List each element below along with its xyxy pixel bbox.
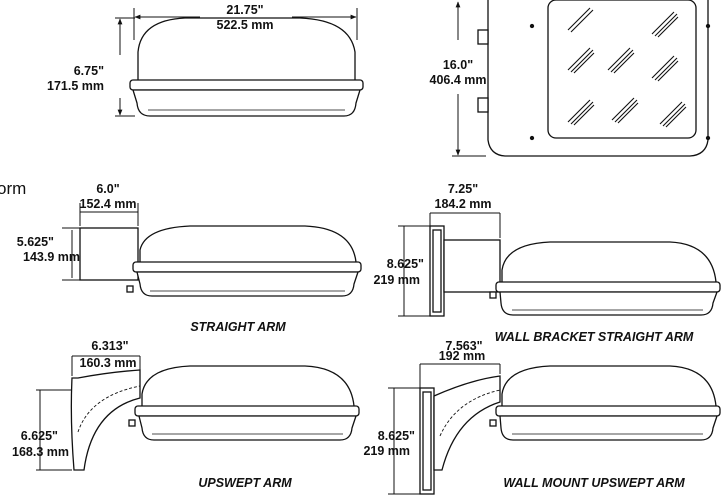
upswept-arm-height-in: 6.625" (21, 429, 58, 443)
wall-mount-upswept-height-mm: 219 mm (363, 444, 410, 458)
wall-bracket-straight-arm-fixture (429, 225, 721, 317)
straight-arm-dimensions (62, 203, 139, 281)
wall-bracket-straight-length-in: 7.25" (448, 182, 478, 196)
upswept-arm-fixture (70, 365, 360, 471)
wall-bracket-straight-height-mm: 219 mm (373, 273, 420, 287)
straight-arm-length-in: 6.0" (96, 182, 119, 196)
wall-mount-upswept-height-in: 8.625" (378, 429, 415, 443)
upswept-arm-caption: UPSWEPT ARM (198, 476, 292, 490)
top-width-mm: 522.5 mm (217, 18, 274, 32)
door-lens-hatching (567, 7, 687, 128)
wall-bracket-straight-caption: WALL BRACKET STRAIGHT ARM (495, 330, 694, 344)
straight-arm-height-mm: 143.9 mm (23, 250, 80, 264)
wall-bracket-straight-length-mm: 184.2 mm (435, 197, 492, 211)
cropped-text-fragment: orm (0, 179, 26, 198)
door-height-dimension (452, 1, 486, 157)
top-width-in: 21.75" (226, 3, 263, 17)
straight-arm-caption: STRAIGHT ARM (190, 320, 286, 334)
straight-arm-length-mm: 152.4 mm (80, 197, 137, 211)
wall-mount-upswept-arm-dimensions (388, 363, 501, 495)
top-height-mm: 171.5 mm (47, 79, 104, 93)
top-height-in: 6.75" (74, 64, 104, 78)
door-height-mm: 406.4 mm (430, 73, 487, 87)
wall-mount-upswept-length-in: 7.563" (445, 339, 482, 353)
wall-mount-upswept-caption: WALL MOUNT UPSWEPT ARM (503, 476, 685, 490)
upswept-arm-height-mm: 168.3 mm (12, 445, 69, 459)
upswept-arm-length-in: 6.313" (91, 339, 128, 353)
wall-mount-upswept-length-mm: 192 mm (439, 349, 486, 363)
top-view-height-dimension (115, 17, 135, 117)
fixture-top-view (129, 17, 364, 117)
top-view-width-dimension (133, 8, 358, 40)
upswept-arm-dimensions (36, 355, 141, 471)
wall-bracket-straight-height-in: 8.625" (387, 257, 424, 271)
door-front-view (477, 0, 711, 157)
straight-arm-height-in: 5.625" (17, 235, 54, 249)
door-height-in: 16.0" (443, 58, 473, 72)
wall-mount-upswept-arm-fixture (419, 365, 721, 495)
straight-arm-fixture (79, 225, 362, 297)
wall-bracket-straight-arm-dimensions (398, 212, 501, 317)
upswept-arm-length-mm: 160.3 mm (80, 356, 137, 370)
